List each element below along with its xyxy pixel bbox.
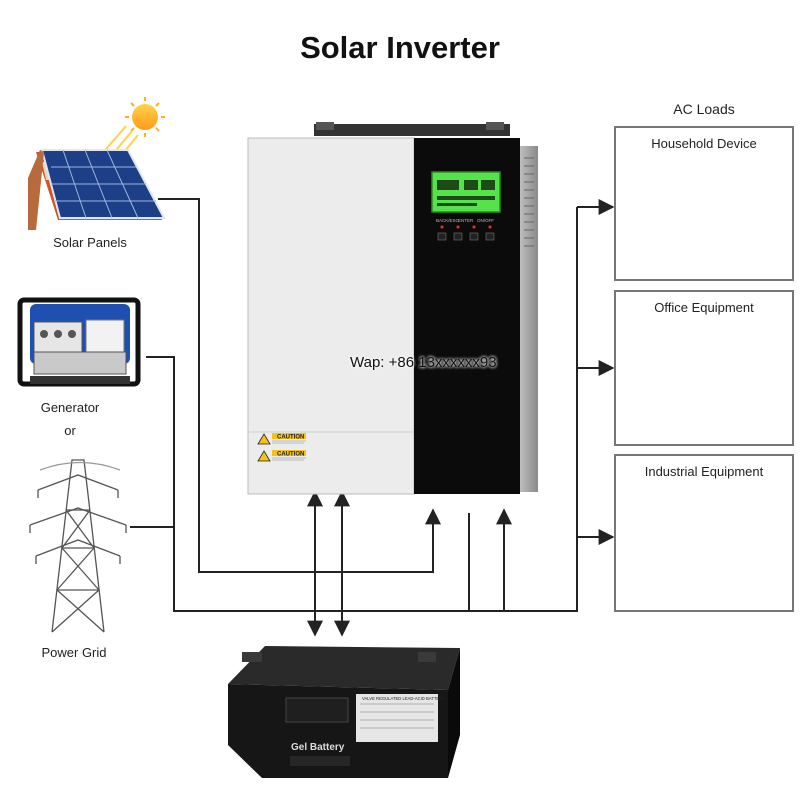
office-equipment-panel: Office Equipment	[614, 290, 794, 446]
page-title: Solar Inverter	[300, 30, 500, 65]
generator-line	[146, 356, 512, 612]
household-device-title: Household Device	[651, 136, 757, 151]
inverter-unit: BACK/ESC ENTER ON/OFF CAUTION CAUTION	[247, 122, 538, 495]
solar-panel-icon	[28, 97, 166, 230]
industrial-equipment-panel: Industrial Equipment	[614, 454, 794, 612]
battery-spec-text: VALVE REGULATED LEAD-ACID BATTERY	[362, 696, 445, 701]
lcd-label-onoff: ON/OFF	[477, 218, 494, 223]
lcd-button-1	[437, 232, 447, 241]
caution-label-2: CAUTION	[257, 450, 306, 462]
lcd-label-back: BACK/ESC	[436, 218, 460, 223]
lcd-button-4	[485, 232, 495, 241]
output-line	[468, 207, 578, 612]
ac-loads-heading: AC Loads	[673, 101, 735, 117]
svg-text:CAUTION: CAUTION	[277, 435, 304, 441]
power-grid-icon	[29, 459, 127, 633]
caution-label-1: CAUTION	[257, 433, 306, 445]
connection-lines	[130, 198, 615, 637]
lcd-label-enter: ENTER	[458, 218, 474, 223]
watermark-text: Wap: +86 13xxxxxx93	[350, 354, 497, 371]
generator-label: Generator	[40, 400, 100, 415]
gel-battery-icon: VALVE REGULATED LEAD-ACID BATTERY Gel Ba…	[228, 646, 460, 778]
battery-label: Gel Battery	[291, 742, 345, 753]
industrial-equipment-title: Industrial Equipment	[644, 464, 764, 479]
solar-panels-label: Solar Panels	[53, 235, 127, 250]
solar-line	[158, 198, 441, 573]
lcd-button-2	[453, 232, 463, 241]
svg-text:CAUTION: CAUTION	[277, 452, 304, 458]
power-grid-label: Power Grid	[41, 645, 107, 660]
generator-icon	[17, 297, 141, 387]
or-label: or	[64, 423, 76, 438]
lcd-button-3	[469, 232, 479, 241]
household-device-panel: Household Device	[614, 126, 794, 281]
office-equipment-title: Office Equipment	[654, 300, 754, 315]
